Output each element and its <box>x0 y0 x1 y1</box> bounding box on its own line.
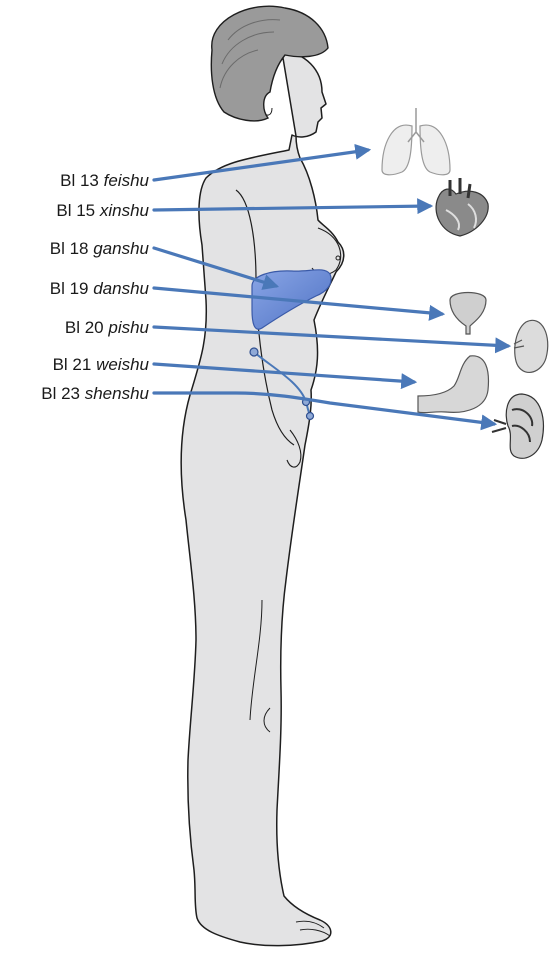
lungs-icon <box>382 108 450 175</box>
arrow-xinshu <box>154 206 430 210</box>
label-xinshu: Bl 15 xinshu <box>56 201 149 220</box>
labels: Bl 13 feishu Bl 15 xinshu Bl 18 ganshu B… <box>41 171 149 403</box>
meridian-point-lower-2 <box>307 413 314 420</box>
heart-icon <box>436 178 488 236</box>
spleen-icon <box>514 320 548 372</box>
label-danshu: Bl 19 danshu <box>50 279 150 298</box>
gallbladder-icon <box>450 293 486 335</box>
kidney-icon <box>492 394 543 458</box>
label-shenshu: Bl 23 shenshu <box>41 384 149 403</box>
label-feishu: Bl 13 feishu <box>60 171 149 190</box>
body-outline <box>181 52 344 946</box>
meridian-point-upper <box>250 348 258 356</box>
stomach-icon <box>418 356 488 413</box>
body-figure <box>181 52 344 946</box>
label-weishu: Bl 21 weishu <box>53 355 150 374</box>
label-ganshu: Bl 18 ganshu <box>50 239 150 258</box>
label-pishu: Bl 20 pishu <box>65 318 150 337</box>
